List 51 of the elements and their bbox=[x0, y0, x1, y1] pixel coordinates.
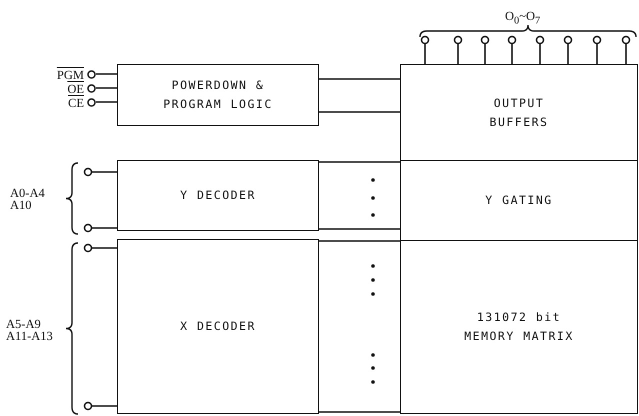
pin-terminal bbox=[84, 402, 92, 410]
wire bbox=[92, 247, 117, 249]
pin-terminal bbox=[84, 224, 92, 232]
block-box bbox=[117, 239, 319, 414]
wire bbox=[484, 44, 486, 64]
block-box bbox=[117, 160, 319, 231]
pin-terminal bbox=[84, 244, 92, 252]
block-label: POWERDOWN & PROGRAM LOGIC bbox=[162, 77, 274, 113]
wire bbox=[319, 228, 400, 230]
wire bbox=[92, 171, 117, 173]
block-box bbox=[400, 160, 638, 241]
pin-label: PGM bbox=[56, 67, 84, 82]
pin-terminal bbox=[564, 36, 572, 44]
block-label: Y DECODER bbox=[180, 187, 256, 204]
wire bbox=[539, 44, 541, 64]
block-label: Y GATING bbox=[485, 192, 553, 209]
wire bbox=[92, 405, 117, 407]
wire bbox=[596, 44, 598, 64]
block-label: OUTPUT BUFFERS bbox=[488, 94, 550, 130]
pin-group-label: A5-A9 A11-A13 bbox=[6, 318, 54, 342]
pin-terminal bbox=[536, 36, 544, 44]
wire bbox=[567, 44, 569, 64]
pin-terminal bbox=[622, 36, 630, 44]
wire bbox=[92, 227, 117, 229]
wire bbox=[96, 73, 117, 75]
wire bbox=[319, 111, 400, 113]
pin-terminal bbox=[420, 36, 430, 44]
wire bbox=[457, 44, 459, 64]
block-label: X DECODER bbox=[180, 318, 256, 335]
block-box bbox=[400, 240, 638, 414]
pin-label: OE bbox=[67, 81, 84, 96]
block-label: 131072 bit MEMORY MATRIX bbox=[464, 309, 574, 345]
wire bbox=[424, 44, 426, 64]
pin-group-label: O$_{0}$~O$_{7}$ bbox=[505, 10, 542, 28]
wire bbox=[319, 240, 400, 242]
wire bbox=[625, 44, 627, 64]
pin-terminal bbox=[592, 36, 602, 44]
pin-group-label: A0-A4 A10 bbox=[10, 187, 46, 211]
pin-terminal bbox=[480, 36, 490, 44]
pin-terminal bbox=[508, 36, 516, 44]
block-box bbox=[117, 64, 319, 126]
wire bbox=[511, 44, 513, 64]
wire bbox=[96, 87, 117, 89]
pin-terminal bbox=[454, 36, 462, 44]
pin-terminal bbox=[84, 168, 92, 176]
pin-label: CE bbox=[68, 95, 84, 110]
wire bbox=[319, 411, 400, 413]
wire bbox=[319, 78, 400, 80]
block-box bbox=[400, 64, 638, 161]
wire bbox=[319, 161, 400, 163]
wire bbox=[96, 101, 117, 103]
